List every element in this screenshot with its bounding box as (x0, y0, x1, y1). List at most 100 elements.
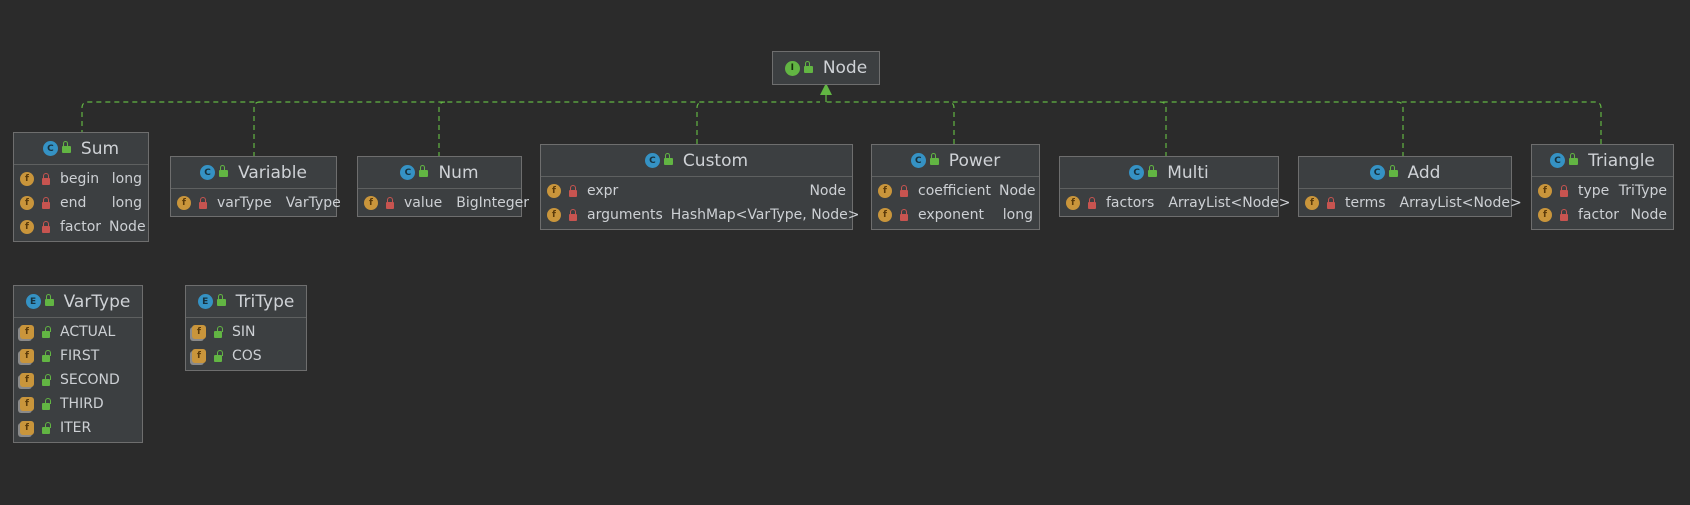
public-icon (1388, 165, 1398, 177)
edge-multi (948, 101, 1167, 157)
unlock-icon (42, 397, 51, 410)
field-name: value (404, 195, 443, 211)
field-type: long (111, 171, 142, 187)
node-interface-box[interactable]: I Node (772, 51, 880, 85)
field-name: coefficient (918, 183, 991, 199)
field-icon: f (1538, 208, 1552, 222)
class-title: Num (438, 162, 479, 183)
public-icon (44, 294, 54, 306)
field-type: Node (998, 183, 1036, 199)
field-icon: f (20, 196, 34, 210)
lock-icon (1088, 196, 1096, 209)
field-icon: f (547, 208, 561, 222)
constant-name: ACTUAL (60, 324, 116, 340)
arrowhead (820, 83, 832, 95)
class-title: Add (1407, 162, 1441, 183)
field-icon: f (1305, 196, 1319, 210)
public-icon (929, 153, 939, 165)
edge-sum (81, 101, 820, 135)
class-icon: C (1129, 165, 1145, 180)
unlock-icon (42, 325, 51, 338)
unlock-icon (214, 325, 223, 338)
edge-power (826, 101, 955, 144)
enum-icon: E (197, 294, 213, 309)
edge-num (438, 101, 446, 157)
lock-icon (199, 196, 207, 209)
field-icon: f (1066, 196, 1080, 210)
enum-icon: E (25, 294, 41, 309)
class-icon: C (200, 165, 216, 180)
constant-icon: f (20, 373, 34, 387)
public-icon (663, 153, 673, 165)
class-icon: C (910, 153, 926, 168)
field-row: f factor Node (1532, 203, 1673, 227)
constant-icon: f (20, 325, 34, 339)
constant-icon: f (20, 421, 34, 435)
field-row: f factor Node (14, 215, 148, 239)
edge-custom (696, 101, 704, 144)
constant-name: ITER (60, 420, 92, 436)
class-icon: C (1369, 165, 1385, 180)
field-icon: f (20, 172, 34, 186)
field-row: f arguments HashMap<VarType, Node> (541, 203, 859, 227)
class-title: Multi (1167, 162, 1209, 183)
public-icon (61, 141, 71, 153)
field-type: HashMap<VarType, Node> (670, 207, 860, 223)
field-icon: f (547, 184, 561, 198)
field-type: long (1002, 207, 1033, 223)
constant-icon: f (20, 397, 34, 411)
add-class-box[interactable]: C Add f terms ArrayList<Node> (1298, 156, 1522, 217)
field-name: factor (60, 219, 102, 235)
constant-name: SIN (232, 324, 256, 340)
field-type: Node (109, 219, 146, 235)
lock-icon (42, 220, 50, 233)
field-icon: f (177, 196, 191, 210)
field-name: terms (1345, 195, 1386, 211)
class-title: Custom (682, 150, 749, 171)
lock-icon (42, 172, 50, 185)
field-name: arguments (587, 207, 663, 223)
constant-icon: f (192, 349, 206, 363)
enum-constant-row: f ITER (14, 416, 142, 440)
field-icon: f (20, 220, 34, 234)
field-type: Node (809, 183, 846, 199)
field-name: factor (1578, 207, 1620, 223)
lock-icon (569, 208, 577, 221)
field-type: Node (1630, 207, 1667, 223)
field-type: TriType (1618, 183, 1667, 199)
constant-name: SECOND (60, 372, 120, 388)
class-icon: C (42, 141, 58, 156)
field-name: expr (587, 183, 619, 199)
edge-add (1160, 101, 1404, 157)
edge-triangle (1397, 101, 1602, 144)
public-icon (216, 294, 226, 306)
field-name: end (60, 195, 87, 211)
class-icon: C (644, 153, 660, 168)
custom-class-box[interactable]: C Custom f expr Node f arguments HashMap<Var… (540, 144, 859, 230)
field-icon: f (878, 184, 892, 198)
field-type: ArrayList<Node> (1168, 195, 1291, 211)
class-title: Power (948, 150, 1001, 171)
lock-icon (386, 196, 394, 209)
constant-name: COS (232, 348, 262, 364)
field-name: begin (60, 171, 100, 187)
enum-constant-row: f COS (186, 344, 306, 368)
field-type: ArrayList<Node> (1399, 195, 1522, 211)
public-icon (219, 165, 229, 177)
field-name: type (1578, 183, 1610, 199)
constant-name: FIRST (60, 348, 100, 364)
